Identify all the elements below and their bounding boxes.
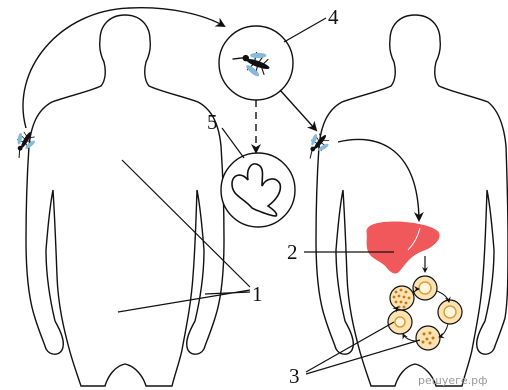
label-5: 5	[207, 110, 218, 134]
right-mosquito-icon	[300, 129, 333, 163]
arrow-to-liver	[338, 139, 419, 220]
watermark: решуеге.рф	[418, 374, 488, 387]
blood-cell-cycle	[388, 276, 462, 350]
leader-5	[222, 128, 244, 158]
label-1: 1	[252, 282, 263, 306]
label-2: 2	[287, 240, 298, 264]
arrow-to-mosquito-circle	[23, 8, 224, 128]
leader-3b	[306, 340, 420, 374]
arrow-to-right-mosquito	[280, 90, 316, 130]
right-body-outline	[316, 15, 508, 386]
leader-4	[284, 18, 326, 42]
left-body-outline	[26, 15, 224, 386]
label-4: 4	[328, 5, 339, 29]
left-mosquito-icon	[8, 127, 39, 161]
label-3: 3	[289, 364, 300, 388]
liver-icon	[367, 222, 439, 273]
